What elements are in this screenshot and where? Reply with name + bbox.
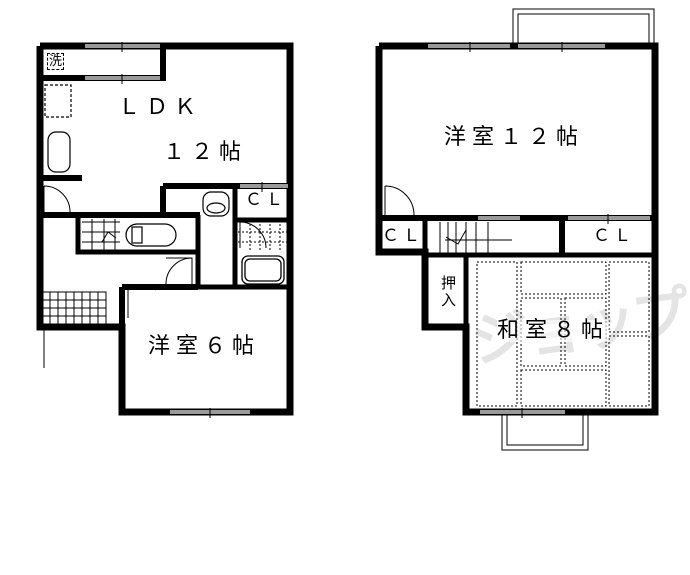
japanese-8-label: 和室８帖 (497, 318, 610, 343)
doors-2f (384, 185, 415, 216)
western-6-label: 洋室６帖 (148, 334, 261, 359)
laundry-label: 洗 (47, 53, 65, 70)
closet-2f-left-label: ＣＬ (382, 226, 424, 246)
western-12-label: 洋室１２帖 (444, 125, 585, 150)
kitchen-fixtures (39, 84, 72, 178)
ldk-label: ＬＤＫ (118, 95, 203, 120)
toilet-1f (125, 191, 230, 247)
doors-1f (43, 185, 267, 368)
ldk-size-label: １２帖 (163, 140, 248, 165)
bath-tile (238, 224, 290, 252)
balconies (501, 8, 655, 451)
bathtub (241, 255, 285, 285)
stairs-1f (82, 219, 120, 250)
oshiire-label: 押入 (439, 275, 457, 309)
stairs-2f (439, 222, 512, 253)
closet-1f-label: ＣＬ (245, 190, 287, 210)
closet-2f-right-label: ＣＬ (593, 226, 635, 246)
genkan-tile (41, 291, 107, 326)
